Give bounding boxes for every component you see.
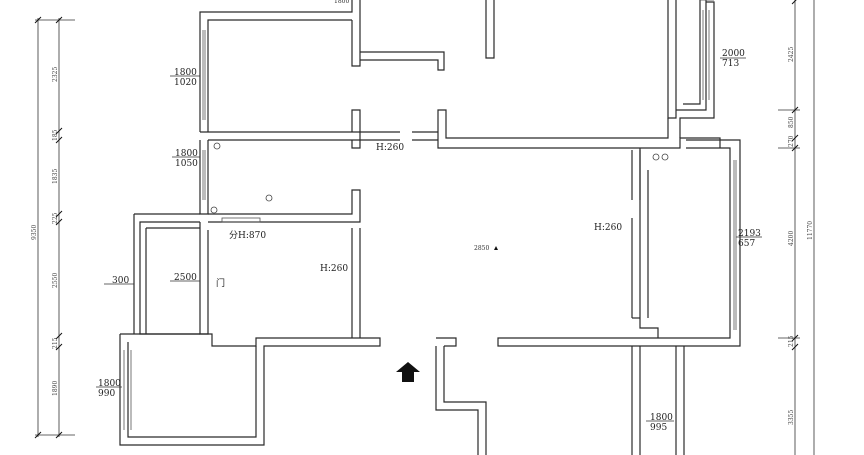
window-3-width: 2000 <box>722 49 745 59</box>
window-6-width: 1800 <box>650 413 673 423</box>
left-seg-6: 215 <box>52 337 59 349</box>
top-partial-label: 1800 <box>334 0 349 5</box>
left-seg-5: 2550 <box>52 273 59 288</box>
left-dimension-chain: 9350 2325 185 1835 225 2550 215 1890 <box>31 16 75 439</box>
left-seg-1: 2325 <box>52 67 59 82</box>
right-seg-2: 850 <box>788 116 795 128</box>
left-seg-2: 185 <box>52 129 59 141</box>
height-label-upper: H:260 <box>376 143 404 153</box>
fixture-circle <box>265 194 273 202</box>
right-seg-5: 215 <box>788 335 795 347</box>
window-5-width: 1800 <box>98 379 121 389</box>
walls <box>119 0 741 455</box>
level-marker-icon <box>494 246 498 250</box>
window-5-height: 990 <box>98 389 115 399</box>
window-4-height: 657 <box>738 239 755 249</box>
window-3-height: 713 <box>722 59 739 69</box>
window-1-height: 1020 <box>174 78 197 88</box>
fixture-circle <box>210 206 218 214</box>
fixture-circle <box>652 153 660 161</box>
left-seg-7: 1890 <box>52 381 59 396</box>
window-2-height: 1050 <box>175 159 198 169</box>
balcony-dims: 300 2500 <box>104 273 200 286</box>
height-labels: H:260 H:260 H:260 分H:870 门 2850 <box>216 143 622 289</box>
right-seg-4: 4200 <box>788 231 795 246</box>
window-4-width: 2193 <box>738 229 761 239</box>
right-seg-6: 3355 <box>788 410 795 425</box>
window-markers <box>123 10 737 430</box>
dim-300-label: 300 <box>112 276 129 286</box>
window-labels: 1800 1800 1020 1800 1050 2000 713 2193 6… <box>96 0 762 433</box>
height-label-left: H:260 <box>320 264 348 274</box>
left-seg-4: 225 <box>52 212 59 224</box>
right-seg-1: 2425 <box>788 47 795 62</box>
entrance-arrow-icon <box>396 362 420 382</box>
right-overall-dim: 11770 <box>807 221 814 240</box>
right-seg-3: 270 <box>788 135 795 147</box>
door-label: 门 <box>216 277 225 289</box>
window-2-width: 1800 <box>175 149 198 159</box>
partition-height-label: 分H:870 <box>229 230 266 241</box>
left-overall-dim: 9350 <box>31 225 38 240</box>
floor-level-mark: 2850 <box>474 245 489 252</box>
window-6-height: 995 <box>650 423 667 433</box>
fixture-circle <box>213 142 221 150</box>
right-dimension-chain: 11770 2425 850 270 4200 215 3355 <box>778 0 815 455</box>
fixtures <box>210 142 669 214</box>
fixture-circle <box>661 153 669 161</box>
height-label-right: H:260 <box>594 223 622 233</box>
window-1-width: 1800 <box>174 68 197 78</box>
left-seg-3: 1835 <box>52 169 59 184</box>
dim-2500-label: 2500 <box>174 273 197 283</box>
